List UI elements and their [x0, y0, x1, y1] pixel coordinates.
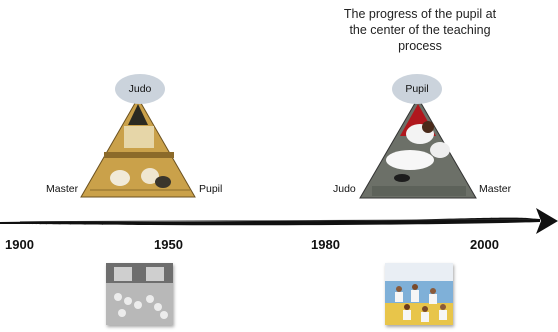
timeline-arrow: [0, 208, 558, 234]
triangle-traditional-top-label: Judo: [115, 74, 165, 104]
year-label: 1980: [311, 237, 340, 252]
caption-line: The progress of the pupil at: [343, 7, 497, 21]
triangle-modern-right-label: Master: [479, 183, 512, 195]
year-label: 1900: [5, 237, 34, 252]
photo-historic-dojo: [106, 263, 173, 325]
caption-line: process: [398, 39, 442, 53]
triangle-traditional: Judo Master Pupil: [0, 0, 270, 210]
triangle-modern-left-label: Judo: [333, 183, 356, 195]
year-label: 1950: [154, 237, 183, 252]
triangle-modern-graphic: [359, 97, 477, 199]
triangle-traditional-left-label: Master: [46, 183, 79, 195]
triangle-modern-top-label: Pupil: [392, 74, 442, 104]
triangle-traditional-right-label: Pupil: [199, 183, 223, 195]
triangle-traditional-graphic: [80, 96, 196, 198]
photo-historic-dojo-image: [106, 263, 173, 325]
caption: The progress of the pupil at the center …: [322, 6, 518, 54]
photo-modern-dojo: [385, 263, 453, 325]
photo-modern-dojo-image: [385, 263, 453, 325]
timeline-arrowhead: [536, 208, 558, 234]
year-label: 2000: [470, 237, 499, 252]
caption-line: the center of the teaching: [349, 23, 491, 37]
triangle-modern: Pupil Judo Master: [333, 74, 512, 199]
